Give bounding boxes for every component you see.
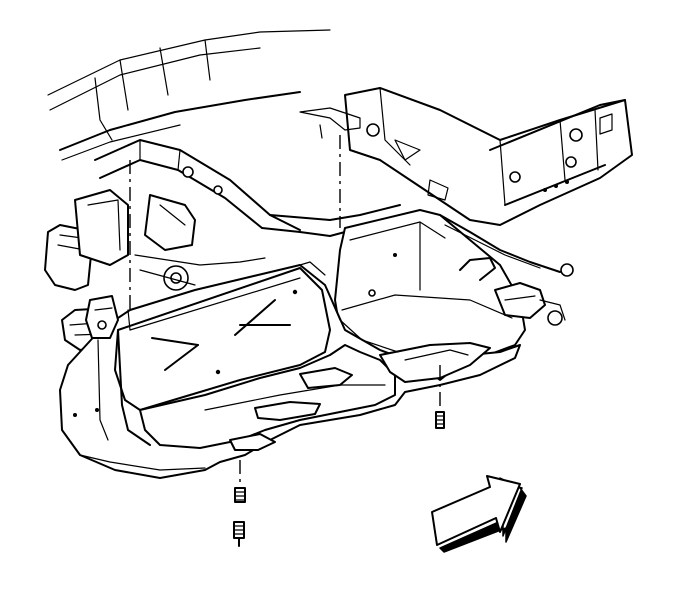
fuel-tank xyxy=(334,179,574,366)
alignment-lines xyxy=(129,135,441,488)
vehicle-underbody xyxy=(44,29,633,351)
direction-arrow-icon xyxy=(431,475,527,553)
fastener-bolt-icon xyxy=(233,411,445,547)
shield-bracket xyxy=(85,295,119,339)
fuel-tank-shield xyxy=(59,261,521,479)
